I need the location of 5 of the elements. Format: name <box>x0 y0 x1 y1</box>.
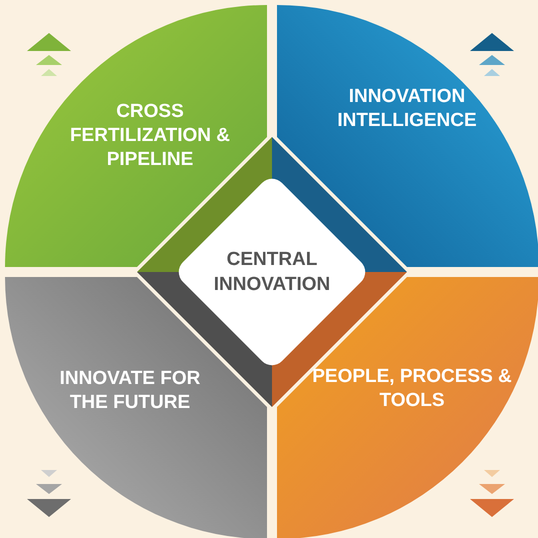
segment-title: INNOVATION INTELLIGENCE <box>336 85 478 133</box>
segment-title: INNOVATE FOR THE FUTURE <box>58 367 202 415</box>
center-title: CENTRAL INNOVATION <box>212 248 332 297</box>
segment-title: CROSS FERTILIZATION & PIPELINE <box>68 100 232 172</box>
segment-title: PEOPLE, PROCESS & TOOLS <box>311 365 513 413</box>
